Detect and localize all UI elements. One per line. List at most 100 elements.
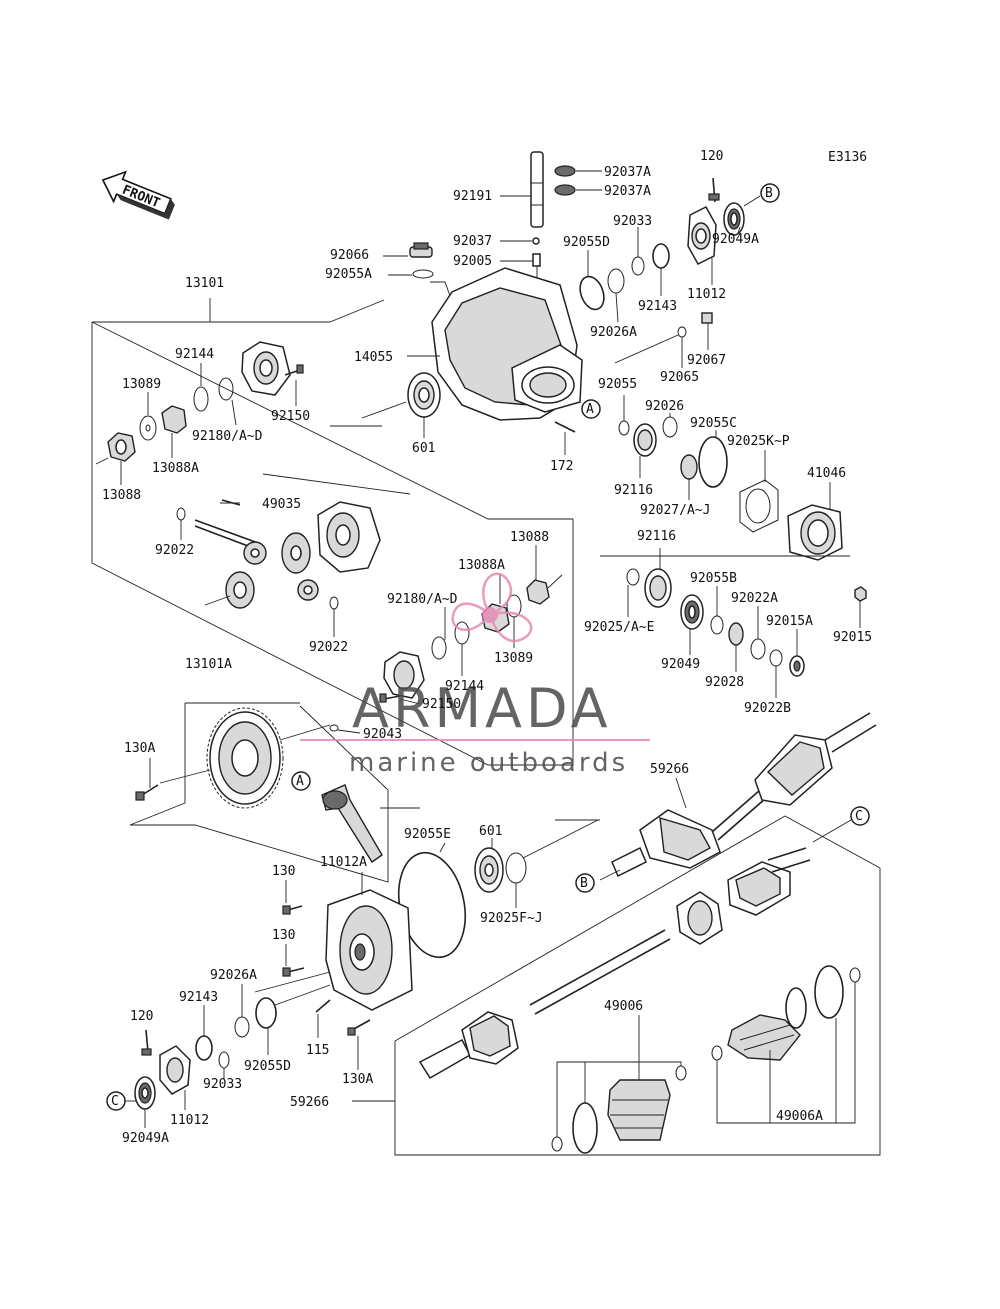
bolt-130-b	[282, 944, 305, 977]
boot-band-49006A-a	[785, 987, 807, 1029]
washer-13089-mid	[506, 594, 522, 648]
bearing-601-top	[361, 372, 441, 438]
nut-92015	[854, 586, 867, 628]
bearing-92116-a	[633, 423, 657, 478]
part-labels: 92037A 92037A 120 92191 92033 92037 9206…	[102, 149, 872, 1146]
label-92180-mid: 92180/A~D	[387, 592, 458, 607]
label-601-top: 601	[412, 441, 435, 456]
label-92037: 92037	[453, 234, 492, 249]
label-92144-top: 92144	[175, 347, 214, 362]
washer-92026	[662, 413, 678, 438]
group-outline-59266	[352, 815, 881, 1156]
label-14055: 14055	[354, 350, 393, 365]
label-120-bottom: 120	[130, 1009, 153, 1024]
label-92180-top: 92180/A~D	[192, 429, 263, 444]
boot-band-small-left	[551, 1136, 563, 1152]
label-92055E: 92055E	[404, 827, 451, 842]
boot-band-large-left	[572, 1102, 598, 1154]
label-92066: 92066	[330, 248, 369, 263]
label-13088-mid: 13088	[510, 530, 549, 545]
ring-92143-bottom	[195, 1005, 213, 1061]
pinion-shaft-49035	[194, 502, 259, 550]
svg-text:C: C	[111, 1094, 119, 1109]
o-ring-92055C	[698, 430, 728, 488]
gear-small-bottom	[297, 579, 319, 601]
label-92116-b: 92116	[637, 529, 676, 544]
label-92025AE: 92025/A~E	[584, 620, 654, 635]
clip-92037	[500, 237, 540, 245]
label-13088A-left: 13088A	[152, 461, 199, 476]
label-92055D-top: 92055D	[563, 235, 610, 250]
label-92025K: 92025K~P	[727, 434, 790, 449]
label-92037A-2: 92037A	[604, 184, 651, 199]
label-92055: 92055	[598, 377, 637, 392]
washer-92022-a	[176, 507, 186, 540]
label-130-b: 130	[272, 928, 295, 943]
axle-59266-top	[611, 712, 877, 878]
diagram-code: E3136	[828, 150, 867, 165]
label-120-top: 120	[700, 149, 723, 164]
label-13089-left: 13089	[122, 377, 161, 392]
label-130A-bottom: 130A	[342, 1072, 373, 1087]
boot-band-49006A-d	[849, 967, 861, 983]
svg-text:B: B	[580, 876, 588, 891]
pin-49035	[221, 499, 241, 506]
label-92022-a: 92022	[155, 543, 194, 558]
label-13088-left: 13088	[102, 488, 141, 503]
label-92065: 92065	[660, 370, 699, 385]
drive-pinion	[321, 784, 383, 863]
o-ring-92055D-top	[579, 250, 605, 311]
label-172: 172	[550, 459, 573, 474]
washer-92065	[614, 326, 687, 368]
svg-text:C: C	[855, 809, 863, 824]
label-41046: 41046	[807, 466, 846, 481]
bearing-92116-b	[644, 568, 672, 608]
cap-92066	[383, 242, 433, 258]
boot-band-small-right	[675, 1065, 687, 1081]
diff-cover-top	[241, 341, 291, 396]
washer-92022-b	[329, 596, 339, 637]
boot-49006A	[727, 1014, 801, 1061]
label-92022-b: 92022	[309, 640, 348, 655]
callout-c-1: C	[850, 806, 870, 826]
washer-92026A-bottom	[234, 984, 250, 1038]
label-59266-bottom: 59266	[290, 1095, 329, 1110]
boot-49006	[607, 1015, 671, 1141]
bracket-49006	[556, 1061, 682, 1137]
label-92049A-bottom: 92049A	[122, 1131, 169, 1146]
diff-case	[317, 501, 381, 573]
label-92005: 92005	[453, 254, 492, 269]
label-92028: 92028	[705, 675, 744, 690]
shim-92144-top	[193, 363, 209, 412]
label-49006: 49006	[604, 999, 643, 1014]
label-92116-a: 92116	[614, 483, 653, 498]
shim-92025F	[505, 852, 527, 908]
label-115: 115	[306, 1043, 329, 1058]
washer-13088-left	[95, 432, 136, 485]
label-92150-mid: 92150	[422, 697, 461, 712]
o-ring-92025	[626, 568, 640, 617]
clip-92037A-1	[554, 165, 602, 177]
svg-text:A: A	[586, 402, 594, 417]
label-92055C: 92055C	[690, 416, 737, 431]
bolt-120-bottom	[141, 1029, 152, 1056]
washer-13088A-left	[161, 405, 187, 458]
boot-band-49006A-c	[711, 1045, 723, 1061]
label-92150-top: 92150	[271, 409, 310, 424]
plug-92067	[701, 312, 713, 350]
callout-a-1: A	[581, 399, 601, 419]
label-92055D-bottom: 92055D	[244, 1059, 291, 1074]
label-92055B: 92055B	[690, 571, 737, 586]
bolt-120-top	[708, 177, 720, 203]
label-92026: 92026	[645, 399, 684, 414]
diff-cover-mid	[383, 651, 425, 699]
nut-92015A	[789, 629, 805, 677]
label-13101: 13101	[185, 276, 224, 291]
clip-92037A-2	[554, 184, 602, 196]
bolt-130A-top	[135, 758, 159, 801]
housing-11012A	[325, 872, 413, 1011]
watermark-title: ARMADA	[352, 677, 612, 740]
label-92143-bottom: 92143	[179, 990, 218, 1005]
label-13088A-mid: 13088A	[458, 558, 505, 573]
label-601-bottom: 601	[479, 824, 502, 839]
